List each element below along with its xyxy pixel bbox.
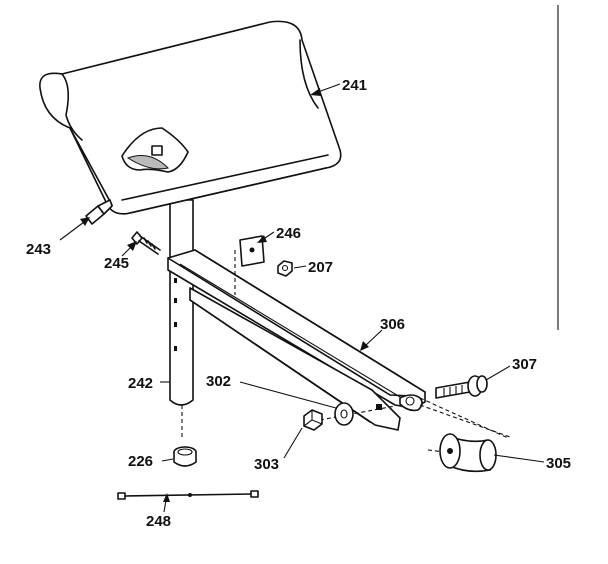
label-302: 302 [206, 373, 231, 390]
leader-245 [121, 241, 137, 257]
label-242: 242 [128, 375, 153, 392]
leader-243 [59, 217, 90, 241]
plate-246 [239, 235, 265, 267]
label-245: 245 [104, 255, 129, 272]
label-243: 243 [26, 241, 51, 258]
leader-248 [163, 493, 170, 513]
cable-248 [117, 490, 259, 500]
label-248: 248 [146, 513, 171, 530]
label-306: 306 [380, 316, 405, 333]
cap-226 [173, 446, 197, 467]
nut-207 [277, 260, 293, 277]
label-307: 307 [512, 356, 537, 373]
leader-306 [360, 329, 383, 351]
arm-306 [167, 249, 426, 431]
pad-241 [39, 20, 342, 215]
post-242 [169, 199, 194, 406]
label-303: 303 [254, 456, 279, 473]
bolt-243 [85, 199, 113, 225]
leader-302 [239, 381, 337, 409]
leader-307 [485, 365, 511, 381]
nut-303 [303, 409, 323, 431]
label-207: 207 [308, 259, 333, 276]
leader-305 [493, 454, 545, 463]
label-305: 305 [546, 455, 571, 472]
leader-241 [310, 83, 341, 96]
label-241: 241 [342, 77, 367, 94]
roller-305 [439, 433, 497, 473]
label-226: 226 [128, 453, 153, 470]
washer-302 [334, 402, 354, 426]
hidden-line-303 [319, 405, 396, 421]
leader-303 [283, 427, 303, 459]
leader-246 [257, 231, 275, 243]
leader-226 [161, 458, 174, 462]
bolt-307 [435, 375, 488, 399]
label-246: 246 [276, 225, 301, 242]
leader-207 [293, 265, 307, 269]
